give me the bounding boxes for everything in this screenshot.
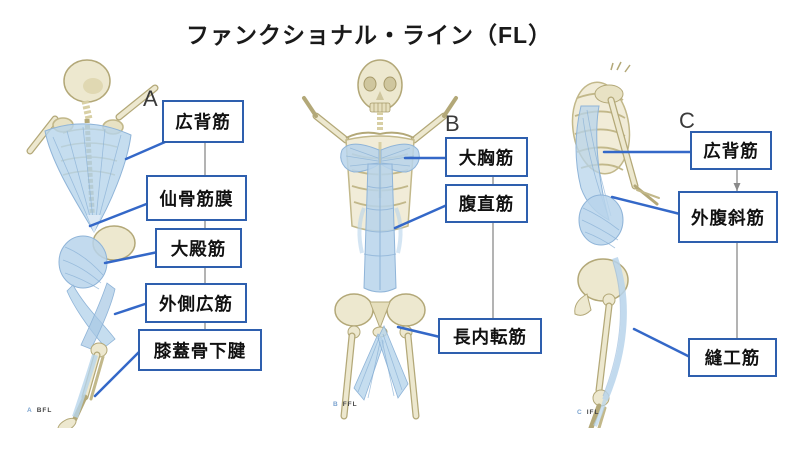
panel-letter-b: B — [445, 111, 460, 136]
skull-front — [357, 59, 403, 113]
caption-abbr-ffl: FFL — [342, 401, 358, 408]
label-sartorius: 縫工筋 — [688, 338, 777, 377]
label-latissimus-dorsi-a: 広背筋 — [162, 100, 244, 143]
label-patellar-tendon: 膝蓋骨下腱 — [138, 329, 262, 371]
label-vastus-lateralis: 外側広筋 — [145, 283, 247, 323]
thigh-muscle-shapes — [66, 282, 116, 350]
caption-abbr-ifl: IFL — [586, 409, 600, 416]
label-gluteus-maximus: 大殿筋 — [155, 228, 242, 268]
skull-back — [63, 59, 111, 103]
label-adductor-longus: 長内転筋 — [438, 318, 542, 354]
arm-bones — [302, 96, 458, 144]
label-sacral-fascia: 仙骨筋膜 — [146, 175, 247, 221]
lower-leg-bones — [57, 342, 108, 428]
label-external-oblique: 外腹斜筋 — [678, 191, 778, 243]
skeleton-back-view-illustration — [26, 59, 159, 428]
caption-letter-b: B — [333, 401, 339, 408]
pelvis-bones — [334, 293, 426, 339]
label-rectus-abdominis: 腹直筋 — [445, 184, 528, 223]
external-oblique-muscle-shape — [578, 194, 624, 249]
skeleton-side-view-illustration — [571, 61, 660, 428]
caption-letter-a: A — [27, 407, 33, 414]
label-pectoralis-major: 大胸筋 — [445, 137, 528, 177]
rectus-abdominis-muscle-shape — [357, 163, 403, 293]
caption-abbr-bfl: BFL — [36, 407, 53, 414]
gluteus-muscle-shape — [58, 235, 108, 290]
skeleton-front-view-illustration — [302, 59, 458, 420]
neck-bones — [81, 100, 93, 120]
vertebral-spines — [610, 61, 631, 73]
femur-bones — [340, 332, 420, 420]
sartorius-muscle-shape — [593, 257, 627, 427]
panel-letter-a: A — [143, 86, 158, 111]
page-title: ファンクショナル・ライン（FL） — [186, 22, 553, 48]
leg-bones-side — [588, 302, 613, 428]
down-arrowhead — [733, 183, 741, 191]
adductor-muscle-shapes — [353, 325, 409, 401]
caption-letter-c: C — [577, 409, 583, 416]
latissimus-muscle-shape — [44, 123, 132, 233]
arm-bones — [26, 84, 159, 155]
panel-letter-c: C — [679, 108, 695, 133]
label-latissimus-dorsi-c: 広背筋 — [690, 131, 772, 170]
